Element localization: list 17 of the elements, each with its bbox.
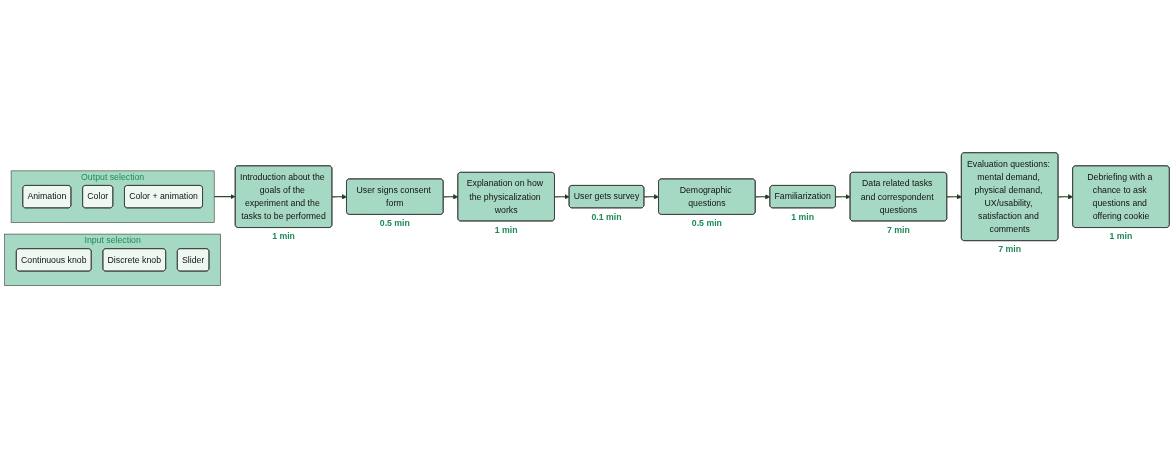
arrow	[643, 193, 660, 200]
arrow	[442, 193, 459, 200]
duration-label: 0.5 min	[691, 217, 722, 228]
arrow	[1057, 193, 1074, 200]
duration-label: 7 min	[998, 244, 1022, 255]
duration-label: 1 min	[494, 224, 518, 235]
duration-label: 1 min	[1109, 230, 1133, 241]
duration-label: 0.1 min	[591, 211, 622, 222]
duration-label: 7 min	[887, 224, 910, 235]
duration-label: 1 min	[791, 211, 815, 222]
arrow	[554, 193, 570, 200]
arrow	[946, 193, 962, 200]
duration-label: 1 min	[272, 230, 295, 241]
arrow	[754, 193, 771, 200]
arrow	[835, 193, 851, 200]
arrow	[213, 193, 236, 199]
duration-label: 0.5 min	[379, 217, 410, 228]
